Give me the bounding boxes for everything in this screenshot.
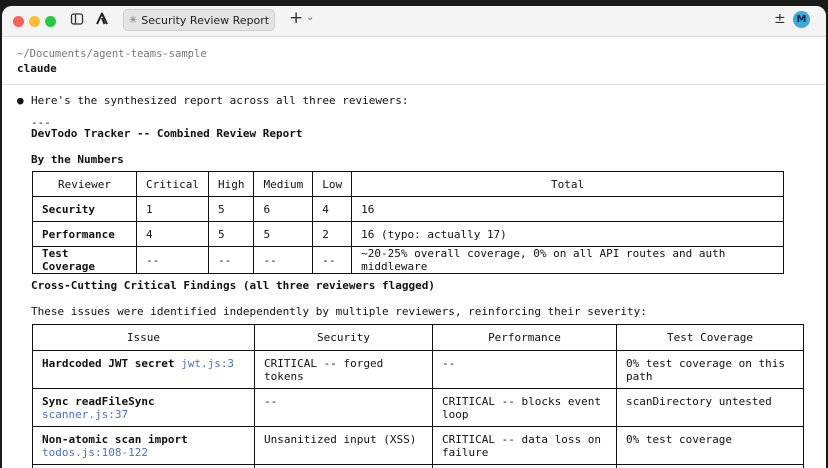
column-header: Issue [32, 324, 255, 351]
table-row: Security 1 5 6 4 16 [32, 196, 784, 222]
file-link[interactable]: scanner.js:37 [42, 408, 129, 421]
title-bar: ✳ Security Review Report + ⌄ ± M [2, 6, 826, 37]
table-cell [616, 464, 804, 468]
file-link[interactable]: todos.js:108-122 [42, 446, 148, 459]
table-cell: -- [207, 246, 255, 274]
table-cell [432, 464, 617, 468]
numbers-heading: By the Numbers [31, 153, 124, 166]
tab-label: Security Review Report [141, 13, 270, 27]
file-link[interactable]: jwt.js:3 [181, 357, 235, 370]
message-bullet-icon: ● [17, 94, 24, 107]
table-row: Sync readFileSync scanner.js:37 -- CRITI… [32, 388, 804, 427]
issue-name: Hardcoded JWT secret [42, 357, 175, 370]
table-cell: scanDirectory untested [616, 388, 804, 427]
numbers-table: Reviewer Critical High Medium Low Total … [32, 171, 784, 274]
column-header: Medium [253, 171, 314, 197]
column-header: Critical [136, 171, 209, 197]
table-header-row: Reviewer Critical High Medium Low Total [32, 171, 784, 197]
table-header-row: Issue Security Performance Test Coverage [32, 324, 804, 351]
table-cell: 6 [253, 196, 314, 222]
table-cell: 1 [136, 196, 209, 222]
table-cell [254, 464, 433, 468]
table-cell: 4 [312, 196, 353, 222]
table-cell: 16 [351, 196, 784, 222]
issue-cell: Hardcoded JWT secret jwt.js:3 [32, 350, 255, 389]
table-cell: 16 (typo: actually 17) [351, 221, 784, 247]
report-title: DevTodo Tracker -- Combined Review Repor… [31, 127, 303, 140]
table-cell: -- [136, 246, 209, 274]
tab-dropdown-icon[interactable]: ⌄ [306, 12, 315, 23]
app-logo-icon [95, 12, 109, 31]
table-row: Test Coverage -- -- -- -- ~20-25% overal… [32, 246, 784, 274]
table-cell: CRITICAL -- forged tokens [254, 350, 433, 389]
terminal-window: ✳ Security Review Report + ⌄ ± M ~/Docum… [2, 6, 826, 468]
table-cell: -- [312, 246, 353, 274]
table-cell: 5 [253, 221, 314, 247]
issue-name: Non-atomic scan import [42, 433, 188, 446]
tab-security-review-report[interactable]: ✳ Security Review Report [123, 9, 275, 31]
command-label: claude [17, 62, 57, 75]
table-cell: 2 [312, 221, 353, 247]
reviewer-cell: Performance [32, 221, 137, 247]
working-directory: ~/Documents/agent-teams-sample [17, 48, 207, 60]
close-window-button[interactable] [13, 16, 24, 27]
reviewer-cell: Security [32, 196, 137, 222]
table-cell: -- [432, 350, 617, 389]
new-tab-button[interactable]: + [289, 8, 304, 28]
table-cell: 4 [136, 221, 209, 247]
column-header: Reviewer [32, 171, 137, 197]
zoom-window-button[interactable] [45, 16, 56, 27]
cross-cutting-heading: Cross-Cutting Critical Findings (all thr… [31, 279, 435, 292]
table-cell [32, 464, 255, 468]
table-cell: 5 [207, 196, 255, 222]
table-cell: -- [254, 388, 433, 427]
table-cell: 0% test coverage [616, 426, 804, 465]
column-header: Performance [432, 324, 617, 351]
reviewer-cell: Test Coverage [32, 246, 137, 274]
table-row [32, 464, 804, 468]
minimize-window-button[interactable] [29, 16, 40, 27]
table-row: Performance 4 5 5 2 16 (typo: actually 1… [32, 221, 784, 247]
issue-name: Sync readFileSync [42, 395, 155, 408]
table-row: Hardcoded JWT secret jwt.js:3 CRITICAL -… [32, 350, 804, 389]
table-cell: Unsanitized input (XSS) [254, 426, 433, 465]
table-cell: CRITICAL -- blocks event loop [432, 388, 617, 427]
column-header: High [207, 171, 255, 197]
avatar[interactable]: M [793, 11, 810, 28]
cross-cutting-intro: These issues were identified independent… [31, 305, 647, 318]
table-cell: CRITICAL -- data loss on failure [432, 426, 617, 465]
table-cell: 5 [207, 221, 255, 247]
divider [2, 84, 826, 85]
column-header: Total [351, 171, 784, 197]
table-cell: ~20-25% overall coverage, 0% on all API … [351, 246, 784, 274]
tab-asterisk-icon: ✳ [128, 14, 138, 26]
table-cell: -- [253, 246, 314, 274]
report-intro: Here's the synthesized report across all… [31, 94, 409, 107]
issues-table: Issue Security Performance Test Coverage… [32, 324, 804, 468]
sidebar-toggle-icon[interactable] [70, 12, 84, 31]
plus-minus-icon[interactable]: ± [774, 11, 786, 27]
column-header: Low [312, 171, 353, 197]
table-cell: 0% test coverage on this path [616, 350, 804, 389]
issue-cell: Sync readFileSync scanner.js:37 [32, 388, 255, 427]
column-header: Security [254, 324, 433, 351]
report-rule: --- [31, 116, 51, 129]
column-header: Test Coverage [616, 324, 804, 351]
